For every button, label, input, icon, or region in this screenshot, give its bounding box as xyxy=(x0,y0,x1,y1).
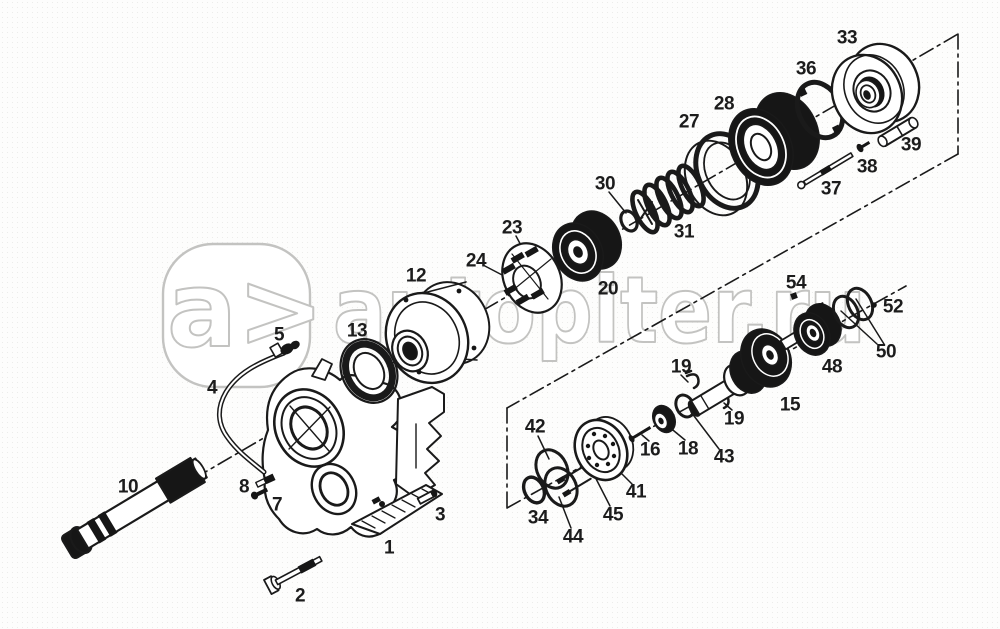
part-label-8: 8 xyxy=(238,476,250,498)
watermark-logo-text: a> xyxy=(167,249,324,371)
part-label-38: 38 xyxy=(856,156,878,178)
part-washer-18 xyxy=(651,404,677,434)
part-pin-39 xyxy=(877,116,919,148)
part-gear-20 xyxy=(551,210,623,282)
part-label-42: 42 xyxy=(524,416,546,438)
part-label-45: 45 xyxy=(602,504,624,526)
part-seal-13 xyxy=(339,338,399,404)
part-gear-48 xyxy=(793,302,842,356)
part-label-16: 16 xyxy=(639,439,661,461)
part-label-33: 33 xyxy=(836,27,858,49)
part-bolt-7 xyxy=(250,487,269,500)
part-label-50: 50 xyxy=(875,341,897,363)
part-label-12: 12 xyxy=(405,265,427,287)
part-bolt-2 xyxy=(263,555,323,595)
part-label-15: 15 xyxy=(779,394,801,416)
part-label-10: 10 xyxy=(117,476,139,498)
part-input-shaft xyxy=(60,456,208,560)
part-label-2: 2 xyxy=(294,585,306,607)
part-ball-52 xyxy=(871,302,877,308)
part-label-54: 54 xyxy=(785,272,807,294)
part-bolt-16 xyxy=(628,426,652,443)
part-label-41: 41 xyxy=(625,481,647,503)
part-label-19: 19 xyxy=(670,356,692,378)
part-label-39: 39 xyxy=(900,134,922,156)
part-label-5: 5 xyxy=(273,324,285,346)
part-label-52: 52 xyxy=(882,296,904,318)
part-label-43: 43 xyxy=(713,446,735,468)
part-label-19-b: 19 xyxy=(723,408,745,430)
part-label-48: 48 xyxy=(821,356,843,378)
part-label-23: 23 xyxy=(501,217,523,239)
part-label-44: 44 xyxy=(562,526,584,548)
part-label-13: 13 xyxy=(346,320,368,342)
part-label-30: 30 xyxy=(594,173,616,195)
part-oring-34 xyxy=(521,475,547,505)
part-label-20: 20 xyxy=(597,278,619,300)
part-label-24: 24 xyxy=(465,250,487,272)
watermark-logo: a> xyxy=(161,242,325,389)
part-label-18: 18 xyxy=(677,438,699,460)
part-stud-plate-23 xyxy=(501,242,563,314)
part-oil-tube xyxy=(217,340,300,475)
part-label-37: 37 xyxy=(820,178,842,200)
part-label-4: 4 xyxy=(206,377,218,399)
part-bell-12 xyxy=(384,281,491,385)
part-pulley-33 xyxy=(830,42,921,135)
part-bearing-45-41 xyxy=(573,416,635,482)
part-label-31: 31 xyxy=(673,221,695,243)
part-label-3: 3 xyxy=(434,504,446,526)
part-spring-31 xyxy=(630,163,706,235)
part-fitting-3 xyxy=(416,489,438,505)
part-label-7: 7 xyxy=(271,494,283,516)
part-rod-37 xyxy=(796,152,854,190)
part-screw-54 xyxy=(790,292,798,300)
part-label-28: 28 xyxy=(713,93,735,115)
part-label-36: 36 xyxy=(795,58,817,80)
part-label-1: 1 xyxy=(383,537,395,559)
part-bolt-38 xyxy=(856,141,871,153)
part-label-27: 27 xyxy=(678,111,700,133)
part-label-34: 34 xyxy=(527,507,549,529)
part-studs-24 xyxy=(501,245,545,306)
part-drum-28 xyxy=(728,91,820,187)
part-bolt-8 xyxy=(255,473,276,488)
part-rings-50 xyxy=(831,286,875,330)
part-housing xyxy=(261,358,445,538)
